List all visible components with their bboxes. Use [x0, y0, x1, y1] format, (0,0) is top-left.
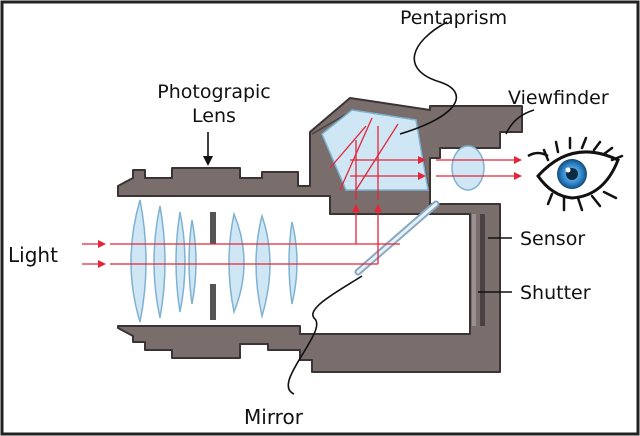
label-viewfinder: Viewfinder: [508, 87, 609, 109]
lens-element-2: [153, 205, 166, 319]
lens-element-3: [175, 211, 186, 313]
shutter: [472, 214, 476, 326]
sensor: [480, 214, 485, 326]
reflex-mirror: [354, 200, 440, 276]
label-shutter: Shutter: [520, 282, 591, 304]
eye-icon: [527, 136, 624, 212]
lens-element-4: [188, 219, 197, 305]
light-rays: [82, 117, 522, 268]
label-pointers: [203, 21, 535, 395]
label-pentaprism: Pentaprism: [400, 7, 507, 29]
lens-element-1: [130, 199, 147, 323]
mirror-pointer: [287, 275, 363, 395]
label-mirror: Mirror: [244, 405, 304, 429]
viewfinder-pointer: [505, 109, 535, 135]
labels: Pentaprism Photograpic Lens Viewfinder L…: [8, 7, 609, 429]
label-light: Light: [8, 243, 58, 267]
viewfinder-lens: [451, 145, 485, 191]
label-lens-line1: Photograpic: [157, 81, 271, 103]
pentaprism-pointer: [399, 21, 458, 135]
label-sensor: Sensor: [520, 228, 585, 250]
label-lens-line2: Lens: [192, 105, 236, 127]
lens-element-7: [288, 221, 298, 305]
aperture: [210, 212, 216, 320]
